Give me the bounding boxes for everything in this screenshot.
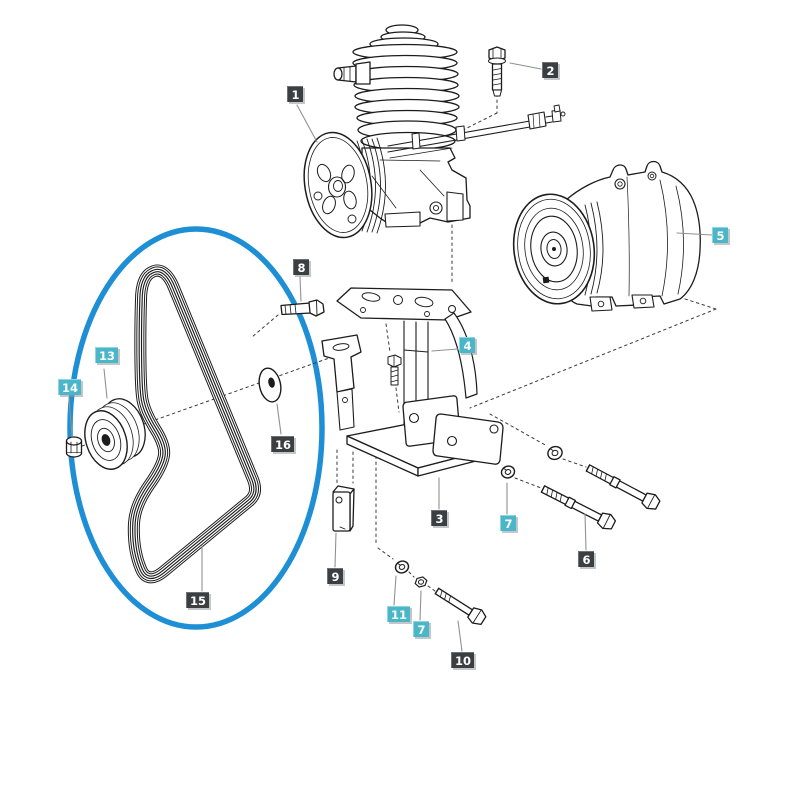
nut-7 (414, 576, 428, 588)
bracket-plate-3 (432, 413, 504, 465)
part-label-8[interactable]: 8 (293, 259, 309, 275)
bolt-2 (488, 46, 506, 97)
part-label-7b[interactable]: 7 (413, 621, 429, 637)
part-label-5[interactable]: 5 (712, 227, 728, 243)
discharge-tube (387, 104, 566, 159)
unloader-fitting (333, 61, 371, 85)
washer-11 (394, 560, 410, 574)
part-label-11[interactable]: 11 (387, 606, 411, 622)
lock-washer-7-mid (500, 465, 516, 479)
part-label-13[interactable]: 13 (95, 347, 119, 363)
part-label-3[interactable]: 3 (431, 510, 447, 526)
leader-lines (68, 62, 713, 652)
part-label-7a[interactable]: 7 (500, 515, 516, 531)
guide-lines (81, 87, 717, 592)
part-label-15[interactable]: 15 (186, 592, 210, 608)
spacer-9 (332, 485, 355, 532)
lock-washer-7-right (547, 445, 563, 461)
part-label-10[interactable]: 10 (451, 652, 475, 668)
part-label-4[interactable]: 4 (459, 337, 475, 353)
part-label-16[interactable]: 16 (271, 436, 295, 452)
bolt-8 (280, 299, 325, 317)
part-label-14[interactable]: 14 (58, 379, 82, 395)
part-label-1[interactable]: 1 (287, 86, 303, 102)
idler-pulley-13 (84, 398, 146, 470)
washer-16 (258, 367, 282, 403)
part-label-9[interactable]: 9 (327, 568, 343, 584)
nut-14 (65, 436, 83, 458)
air-compressor-1 (303, 24, 566, 239)
part-label-6[interactable]: 6 (578, 551, 594, 567)
highlight-ellipse (67, 226, 325, 630)
part-label-2[interactable]: 2 (542, 62, 558, 78)
ac-compressor-5 (512, 160, 701, 312)
mounting-bracket-4 (321, 287, 500, 477)
